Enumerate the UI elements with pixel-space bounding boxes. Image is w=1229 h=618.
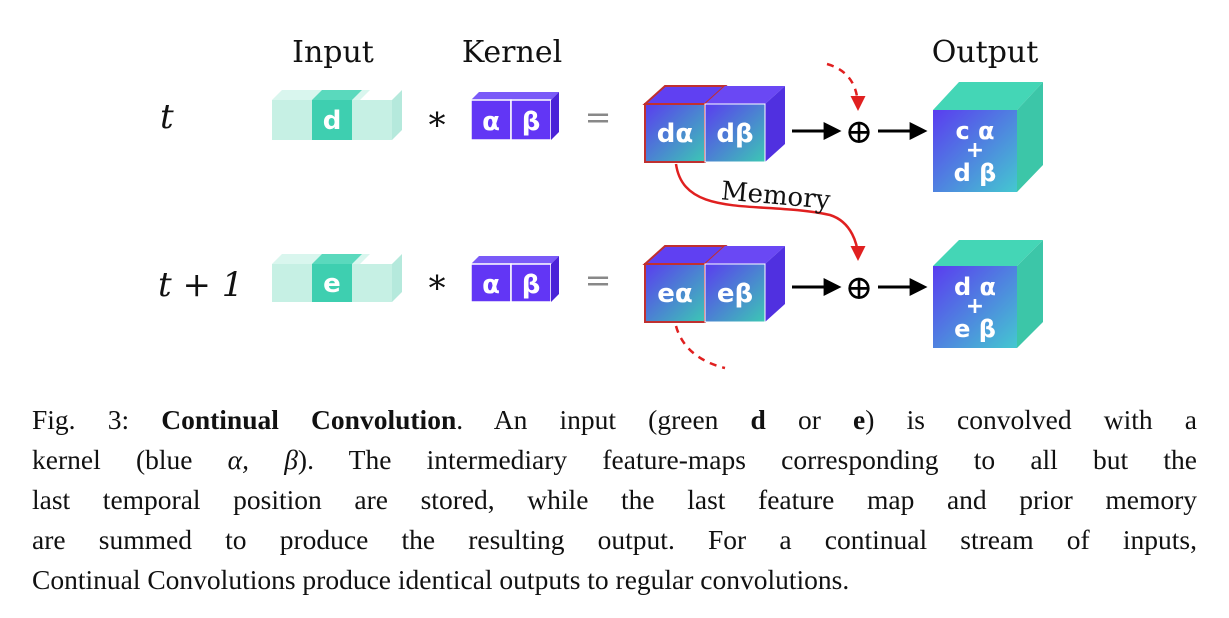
output-bottom: e β <box>954 315 996 343</box>
header-kernel: Kernel <box>462 35 562 70</box>
header-output: Output <box>932 35 1039 70</box>
memory-label: Memory <box>720 176 832 215</box>
kernel-cube: α β <box>470 256 559 303</box>
input-cube: d <box>272 90 402 140</box>
figure-caption: Fig. 3: Continual Convolution. An input … <box>32 400 1197 600</box>
product-cubes: dα dβ <box>642 85 785 163</box>
equals-sign: = <box>585 261 612 299</box>
caption-line: kernel (blue α, β). The intermediary fea… <box>32 440 1197 480</box>
incoming-memory-arrow <box>826 62 866 111</box>
time-label: t + 1 <box>158 265 243 305</box>
caption-text: or <box>765 404 854 435</box>
caption-text: ). The intermediary feature-maps corresp… <box>297 444 1197 475</box>
caption-text: d <box>750 404 766 435</box>
output-top: c α <box>955 117 994 145</box>
product-current-cell: dβ <box>716 119 753 149</box>
caption-text: ) is convolved with a <box>865 404 1197 435</box>
output-cube: d α + e β <box>933 240 1043 348</box>
product-memory-cell: dα <box>657 119 693 149</box>
input-cell-label: e <box>323 269 341 299</box>
caption-text: Continual Convolutions produce identical… <box>32 564 850 595</box>
caption-text: kernel (blue <box>32 444 228 475</box>
kernel-cube: α β <box>470 92 559 141</box>
conv-operator: ∗ <box>425 262 448 302</box>
caption-line: last temporal position are stored, while… <box>32 480 1197 520</box>
caption-line: Continual Convolutions produce identical… <box>32 560 1197 600</box>
output-plus: + <box>966 138 984 163</box>
caption-text: . An input (green <box>456 404 751 435</box>
row-t: t d ∗ α β = dα <box>160 62 1043 192</box>
caption-line: Fig. 3: Continual Convolution. An input … <box>32 400 1197 440</box>
caption-text: last temporal position are stored, while… <box>32 484 1197 515</box>
output-cube: c α + d β <box>933 82 1043 192</box>
caption-text: α, β <box>227 444 298 475</box>
outgoing-memory-arrow <box>674 325 726 370</box>
time-label: t <box>160 97 174 137</box>
kernel-alpha: α <box>482 107 500 137</box>
caption-line: are summed to produce the resulting outp… <box>32 520 1197 560</box>
output-plus: + <box>966 294 984 319</box>
caption-text: Fig. 3: <box>32 404 162 435</box>
continual-convolution-diagram: Input Kernel Output t d ∗ α β = <box>158 35 1043 370</box>
row-t-plus-1: t + 1 e ∗ α β = eα eβ <box>158 240 1043 370</box>
product-cubes: eα eβ <box>642 245 785 323</box>
sum-operator: ⊕ <box>845 112 874 152</box>
caption-text: are summed to produce the resulting outp… <box>32 524 1197 555</box>
caption-text: Continual Convolution <box>161 404 457 435</box>
product-memory-cell: eα <box>657 279 693 309</box>
kernel-beta: β <box>522 270 541 300</box>
product-current-cell: eβ <box>717 279 753 309</box>
caption-text: e <box>853 404 866 435</box>
input-cube: e <box>272 254 402 302</box>
input-cell-label: d <box>323 106 342 136</box>
kernel-beta: β <box>522 107 541 137</box>
conv-operator: ∗ <box>425 99 448 139</box>
header-input: Input <box>292 35 374 70</box>
equals-sign: = <box>585 98 612 136</box>
output-bottom: d β <box>954 159 997 187</box>
kernel-alpha: α <box>482 270 500 300</box>
memory-arrow <box>674 163 866 261</box>
output-top: d α <box>954 273 996 301</box>
sum-operator: ⊕ <box>845 268 874 308</box>
